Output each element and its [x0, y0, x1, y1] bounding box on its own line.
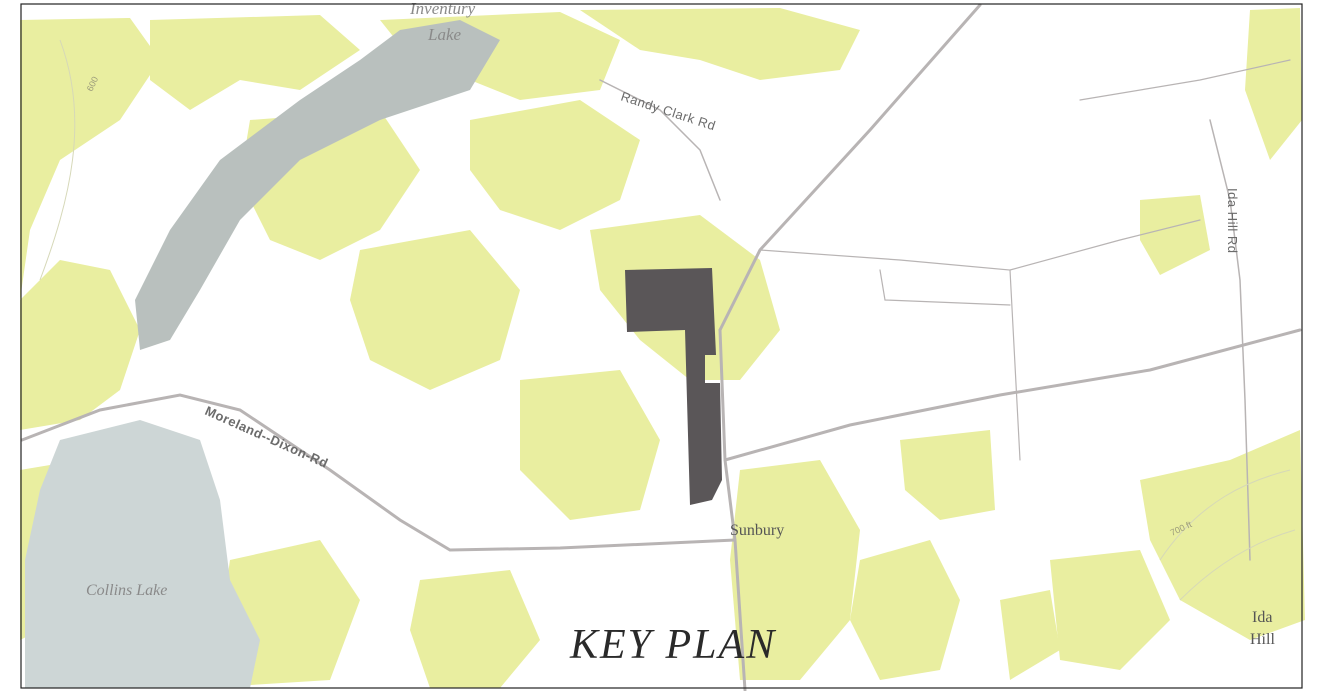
forest-area: [20, 18, 160, 300]
forest-area: [20, 260, 140, 430]
forest-area: [850, 540, 960, 680]
forest-area: [1245, 8, 1302, 160]
forest-area: [580, 8, 860, 80]
forest-areas: [20, 8, 1305, 688]
project-parcel: [625, 268, 722, 505]
collins-lake: [25, 420, 260, 688]
minor-road: [879, 269, 1011, 306]
east-road: [723, 328, 1302, 462]
forest-area: [410, 570, 540, 688]
forest-area: [520, 370, 660, 520]
forest-area: [350, 230, 520, 390]
key-plan-title: KEY PLAN: [569, 622, 776, 668]
main-north-south-road: [718, 328, 747, 691]
forest-area: [1050, 550, 1170, 670]
moreland-dixon-road: [20, 393, 737, 552]
inventury-lake: [135, 20, 500, 350]
roads: [20, 3, 1302, 691]
lake-label: Lake: [427, 25, 462, 44]
ida-hill-road: [1209, 119, 1251, 561]
minor-road: [1009, 219, 1201, 271]
forest-area: [150, 15, 360, 110]
ida-hill-rd-label: Ida Hill Rd: [1225, 188, 1240, 253]
collins-lake-label: Collins Lake: [86, 582, 167, 599]
forest-area: [1140, 430, 1305, 640]
randy-clark-road: [599, 79, 721, 201]
forest-area: [1000, 590, 1060, 680]
forest-area: [1140, 195, 1210, 275]
ida-hill-label-line1: Ida: [1252, 609, 1272, 626]
forest-area: [470, 100, 640, 230]
minor-road: [759, 249, 1021, 461]
diagonal-highway: [718, 3, 982, 332]
ida-hill-label-line2: Hill: [1250, 631, 1275, 648]
forest-area: [730, 460, 860, 680]
forest-area: [900, 430, 995, 520]
map-border: [20, 3, 1303, 689]
contour-lines: [39, 39, 1296, 601]
sunbury-label: Sunbury: [730, 522, 784, 539]
lake-label-partial: Inventury: [409, 0, 476, 18]
minor-road: [1079, 59, 1291, 101]
